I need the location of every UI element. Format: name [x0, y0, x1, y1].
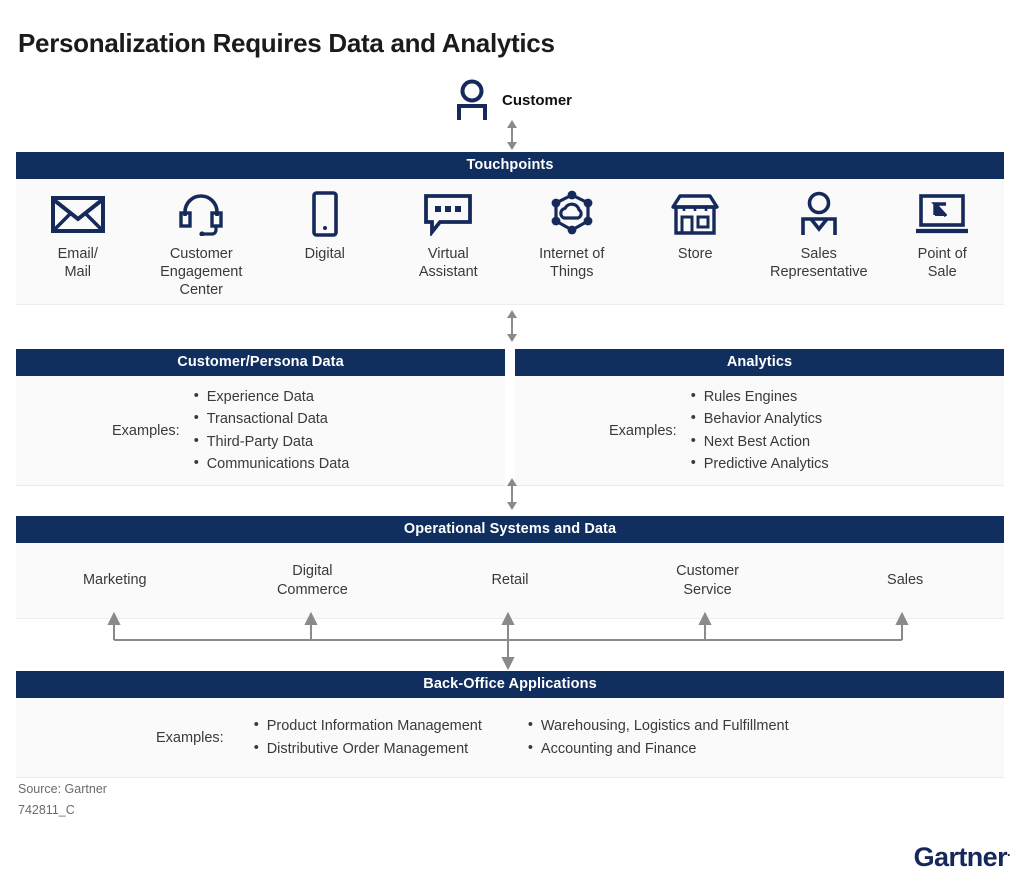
list-item: Accounting and Finance: [528, 736, 789, 760]
touchpoint-store[interactable]: Store: [634, 191, 758, 304]
operational-item-sales[interactable]: Sales: [887, 572, 924, 589]
gartner-logo: Gartner.: [913, 842, 1011, 873]
touchpoints-header: Touchpoints: [16, 152, 1004, 179]
backoffice-list-left: Product Information Management Distribut…: [254, 714, 482, 760]
touchpoint-digital[interactable]: Digital: [263, 191, 387, 304]
analytics-header: Analytics: [515, 349, 1004, 376]
touchpoint-label: Digital: [304, 246, 345, 262]
list-item: Experience Data: [194, 385, 350, 408]
connector-data-operational: [503, 478, 521, 510]
persona-header: Customer/Persona Data: [16, 349, 505, 376]
backoffice-examples-label: Examples:: [156, 729, 224, 746]
touchpoint-internet-of-things[interactable]: Internet of Things: [510, 190, 634, 304]
list-item: Product Information Management: [254, 714, 482, 737]
touchpoints-body: Email/ Mail Customer Engagement Center: [16, 179, 1004, 305]
list-item: Communications Data: [194, 452, 350, 475]
touchpoint-label: Virtual Assistant: [418, 246, 478, 281]
chat-bubble-icon: [422, 191, 474, 237]
touchpoints-section: Touchpoints Email/ Mail: [16, 152, 1004, 305]
connector-customer-touchpoints: [503, 120, 521, 150]
sales-person-icon: [798, 191, 840, 237]
persona-body: Examples: Experience Data Transactional …: [16, 376, 505, 486]
list-item: Transactional Data: [194, 407, 350, 430]
operational-item-marketing[interactable]: Marketing: [82, 572, 147, 589]
backoffice-body: Examples: Product Information Management…: [16, 698, 1004, 778]
connector-touchpoints-data: [503, 310, 521, 342]
list-item: Behavior Analytics: [691, 407, 829, 430]
backoffice-header: Back-Office Applications: [16, 671, 1004, 698]
operational-systems-section: Operational Systems and Data Marketing D…: [16, 516, 1004, 619]
list-item: Predictive Analytics: [691, 452, 829, 475]
touchpoint-label: Customer Engagement Center: [160, 246, 243, 299]
operational-item-digital-commerce[interactable]: Digital Commerce: [276, 563, 348, 598]
touchpoint-label: Store: [677, 246, 713, 262]
logo-trademark: .: [1006, 844, 1011, 859]
connector-bracket-backoffice: [100, 612, 916, 670]
analytics-section: Analytics Examples: Rules Engines Behavi…: [515, 349, 1004, 486]
customer-persona-data-section: Customer/Persona Data Examples: Experien…: [16, 349, 505, 486]
iot-cloud-network-icon: [546, 190, 598, 237]
footer: Source: Gartner 742811_C: [18, 779, 107, 822]
storefront-icon: [668, 191, 722, 237]
analytics-body: Examples: Rules Engines Behavior Analyti…: [515, 376, 1004, 486]
persona-example-list: Experience Data Transactional Data Third…: [194, 385, 350, 475]
headset-icon: [177, 191, 225, 237]
person-icon: [452, 78, 492, 122]
touchpoint-label: Sales Representative: [769, 246, 868, 281]
source-text: Source: Gartner: [18, 782, 107, 796]
list-item: Rules Engines: [691, 385, 829, 408]
back-office-applications-section: Back-Office Applications Examples: Produ…: [16, 671, 1004, 778]
touchpoint-label: Point of Sale: [917, 246, 967, 281]
customer-node: Customer: [0, 78, 1024, 122]
touchpoint-label: Internet of Things: [539, 246, 605, 281]
list-item: Warehousing, Logistics and Fulfillment: [528, 714, 789, 737]
mobile-device-icon: [310, 191, 340, 237]
touchpoint-customer-engagement-center[interactable]: Customer Engagement Center: [140, 191, 264, 304]
analytics-examples-label: Examples:: [609, 422, 677, 439]
envelope-icon: [50, 191, 106, 237]
operational-header: Operational Systems and Data: [16, 516, 1004, 543]
logo-text: Gartner: [913, 842, 1008, 872]
operational-item-retail[interactable]: Retail: [491, 572, 529, 589]
touchpoint-sales-representative[interactable]: Sales Representative: [757, 191, 881, 304]
analytics-example-list: Rules Engines Behavior Analytics Next Be…: [691, 385, 829, 475]
document-id: 742811_C: [18, 803, 75, 818]
customer-label: Customer: [501, 91, 572, 109]
touchpoint-label: Email/ Mail: [57, 246, 98, 281]
persona-examples-label: Examples:: [112, 422, 180, 439]
laptop-cursor-icon: [914, 191, 970, 237]
touchpoint-email-mail[interactable]: Email/ Mail: [16, 191, 140, 304]
operational-item-customer-service[interactable]: Customer Service: [676, 563, 739, 598]
operational-body: Marketing Digital Commerce Retail Custom…: [16, 543, 1004, 619]
touchpoint-point-of-sale[interactable]: Point of Sale: [881, 191, 1005, 304]
list-item: Third-Party Data: [194, 429, 350, 453]
list-item: Next Best Action: [691, 429, 829, 453]
backoffice-columns: Product Information Management Distribut…: [240, 714, 789, 760]
list-item: Distributive Order Management: [254, 736, 482, 760]
page-title: Personalization Requires Data and Analyt…: [18, 28, 555, 58]
backoffice-list-right: Warehousing, Logistics and Fulfillment A…: [528, 714, 789, 760]
touchpoint-virtual-assistant[interactable]: Virtual Assistant: [387, 191, 511, 304]
